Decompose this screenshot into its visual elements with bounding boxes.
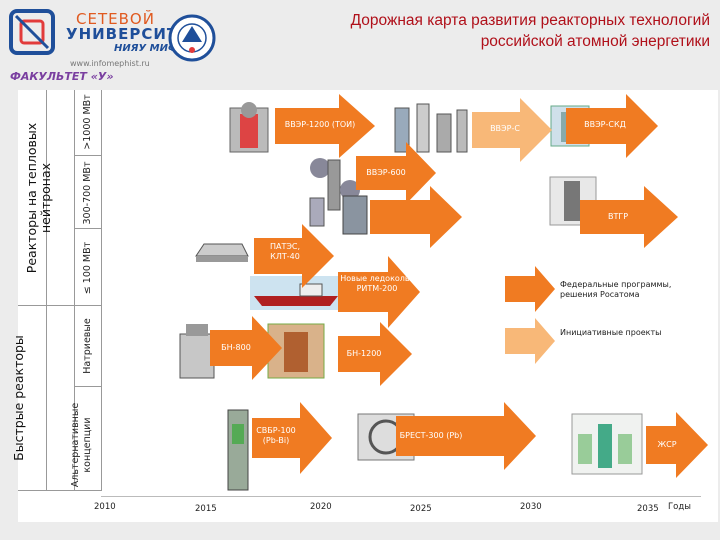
logo-line2: УНИВЕРСИТЕТ [66,25,201,43]
logo-icon [9,9,55,55]
label-vverskd: ВВЭР-СКД [584,120,626,129]
arrow-pates [254,224,334,288]
arrow-bn800 [210,316,282,380]
logo-line1: СЕТЕВОЙ [76,10,155,28]
label-pates: ПАТЭС, КЛТ-40 [269,242,301,261]
logo-url[interactable]: www.infomephist.ru [70,59,150,68]
divider [74,90,75,490]
group-label-fast: Быстрые реакторы [11,335,26,461]
reactor-vber600-image [342,195,368,235]
label-icebreakers: Новые ледоколы, РИТМ-200 [340,274,414,293]
divider [18,305,102,306]
label-svbr: СВБР-100 (Pb-Bi) [256,426,296,445]
arrow-vver600 [356,142,436,204]
row-label-1000: >1000 МВт [82,94,93,150]
year-label: 2030 [520,502,542,512]
group-label-thermal: Реакторы на тепловых нейтронах [24,122,53,274]
label-bn1200: БН-1200 [346,349,382,358]
label-zhsr: ЖСР [657,440,677,449]
arrow-bn1200 [338,322,412,386]
label-vver600: ВВЭР-600 [366,168,406,177]
row-label-alt: Альтернативные концепции [70,402,93,488]
arrow-svbr [252,402,332,474]
legend-federal-swatch [505,266,555,312]
year-axis [101,496,701,497]
logo-line3: НИЯУ МИФИ [114,43,187,54]
arrow-zhsr [646,412,708,478]
faculty-label: ФАКУЛЬТЕТ «У» [10,70,114,83]
divider [74,386,102,387]
year-label: 2010 [94,502,116,512]
svbr-image [227,409,249,491]
year-label: 2015 [195,504,217,514]
page-title-line2: российской атомной энергетики [480,33,710,50]
bn800-image [179,324,215,379]
divider [101,90,102,490]
arrow-vber600 [370,186,462,248]
legend-initiative-swatch [505,318,555,364]
pates-image [195,243,249,262]
label-vvers: ВВЭР-С [490,124,520,133]
arrow-icebreakers [338,256,420,328]
divider [74,155,102,156]
emblem-icon [168,14,216,62]
label-bn800: БН-800 [221,343,251,352]
arrow-vver1200 [275,94,375,158]
years-axis-title: Годы [668,502,691,512]
legend-federal-label: Федеральные программы, решения Росатома [560,280,672,299]
reactor-vver1200-image [229,102,269,153]
label-vtgr: ВТГР [607,212,629,221]
arrow-brest [396,402,536,470]
icebreaker-image [250,276,342,310]
label-brest: БРЕСТ-300 (Pb) [399,431,463,440]
row-label-sodium: Натриевые [82,318,93,374]
arrow-vtgr [580,186,678,248]
legend-initiative-label: Инициативные проекты [560,328,662,337]
divider [46,90,47,490]
year-label: 2020 [310,502,332,512]
label-vver1200: ВВЭР-1200 (ТОИ) [284,120,356,129]
row-label-300: 300-700 МВт [82,161,93,225]
arrow-vvers [472,98,552,162]
year-label: 2035 [637,504,659,514]
year-label: 2025 [410,504,432,514]
row-label-100: ≤ 100 МВт [82,241,93,295]
zhsr-image [571,413,643,475]
divider [74,228,102,229]
page-title-line1: Дорожная карта развития реакторных техно… [350,12,710,29]
reactor-vvers-image [394,103,468,153]
logo-block: СЕТЕВОЙ УНИВЕРСИТЕТ НИЯУ МИФИ www.infome… [4,4,200,84]
divider [18,490,102,491]
reactor-vver600-image [309,158,360,227]
arrow-vverskd [566,94,658,158]
